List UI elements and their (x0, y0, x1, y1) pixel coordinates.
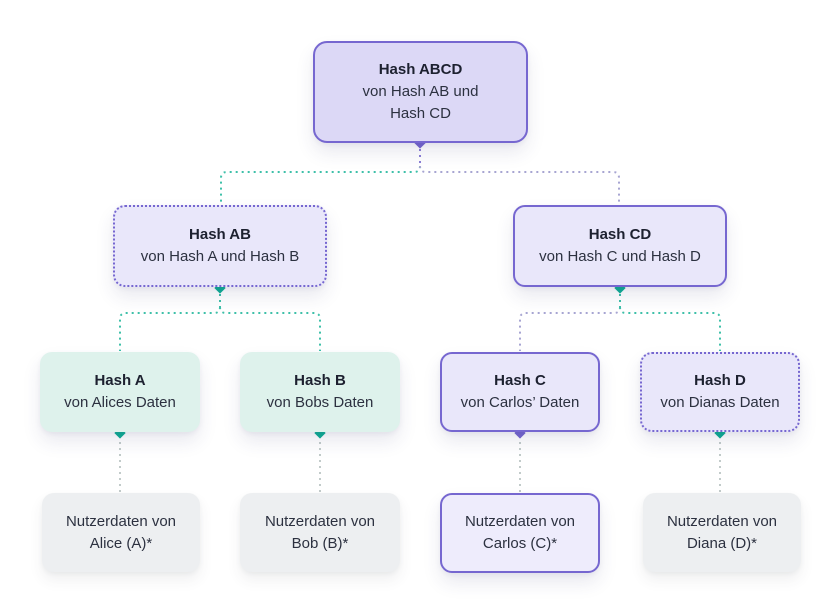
node-hash-cd: Hash CD von Hash C und Hash D (513, 205, 727, 287)
node-subtitle: von Hash AB und Hash CD (362, 83, 479, 122)
node-hash-b: Hash B von Bobs Daten (240, 352, 400, 432)
node-data-carlos: Nutzerdaten von Carlos (C)* (440, 493, 600, 573)
edge-hash-ab-to-hash-a (119, 306, 221, 351)
edge-root-to-hash-ab (220, 165, 421, 204)
node-data-alice: Nutzerdaten von Alice (A)* (42, 493, 200, 572)
node-subtitle: von Bobs Daten (266, 394, 374, 411)
edge-hash-cd-to-hash-c (519, 306, 621, 351)
node-label: Nutzerdaten von Bob (B)* (264, 512, 376, 552)
node-data-bob: Nutzerdaten von Bob (B)* (240, 493, 400, 572)
node-title: Hash D (694, 372, 746, 389)
node-title: Hash ABCD (378, 61, 463, 78)
node-title: Hash AB (189, 226, 251, 243)
node-hash-abcd: Hash ABCD von Hash AB und Hash CD (313, 41, 528, 143)
node-label: Nutzerdaten von Alice (A)* (65, 512, 177, 552)
node-data-diana: Nutzerdaten von Diana (D)* (643, 493, 801, 572)
node-subtitle: von Hash C und Hash D (539, 248, 701, 265)
edge-hash-ab-to-hash-b (219, 306, 321, 351)
node-hash-c: Hash C von Carlos’ Daten (440, 352, 600, 432)
node-title: Hash A (94, 372, 146, 389)
node-hash-d: Hash D von Dianas Daten (640, 352, 800, 432)
node-label: Nutzerdaten von Carlos (C)* (464, 513, 576, 552)
node-hash-a: Hash A von Alices Daten (40, 352, 200, 432)
edge-root-to-hash-cd (419, 165, 620, 204)
edge-hash-cd-to-hash-d (619, 306, 721, 351)
node-title: Hash B (294, 372, 346, 389)
node-hash-ab: Hash AB von Hash A und Hash B (113, 205, 327, 287)
node-subtitle: von Alices Daten (64, 394, 176, 411)
node-title: Hash C (494, 372, 546, 389)
node-subtitle: von Hash A und Hash B (140, 248, 300, 265)
node-subtitle: von Dianas Daten (660, 394, 780, 411)
node-label: Nutzerdaten von Diana (D)* (666, 512, 778, 552)
node-subtitle: von Carlos’ Daten (460, 394, 580, 411)
node-title: Hash CD (588, 226, 652, 243)
